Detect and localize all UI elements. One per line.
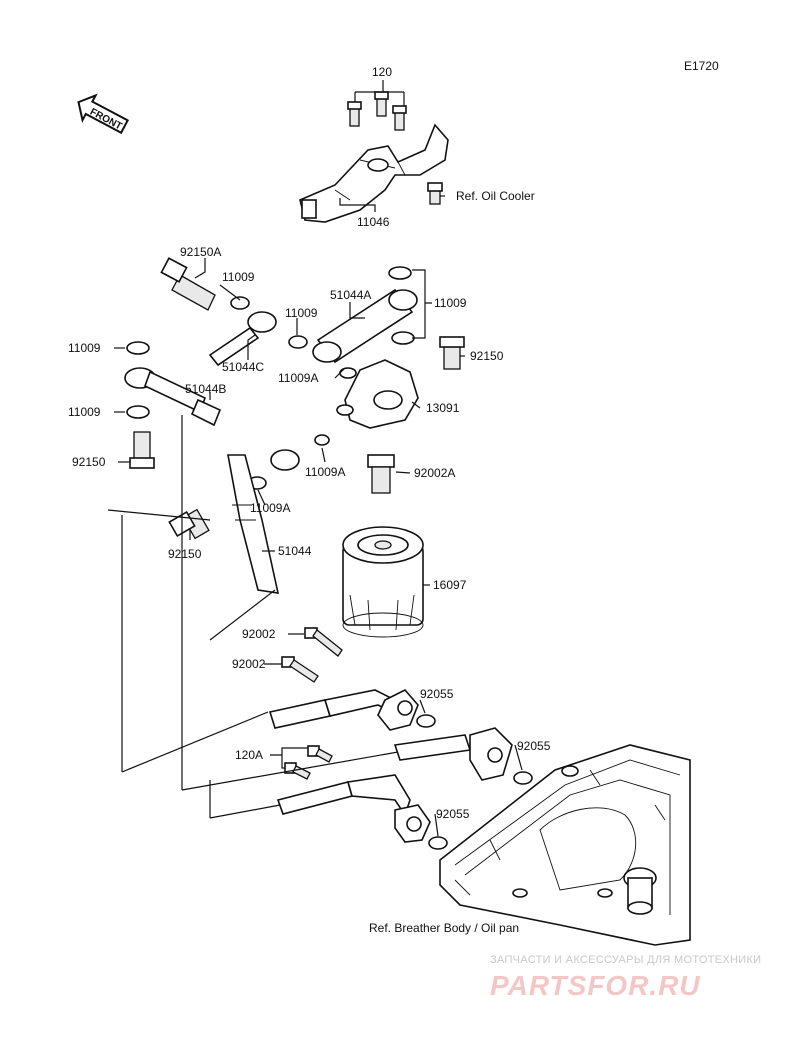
label-11009-e: 11009	[68, 405, 101, 419]
label-92150a: 92150A	[180, 245, 221, 259]
label-11009-d: 11009	[68, 341, 101, 355]
label-92055-a: 92055	[420, 687, 454, 701]
oil-pan-breather-body	[439, 744, 691, 946]
oil-hose-51044	[224, 430, 330, 594]
label-16097: 16097	[433, 578, 467, 592]
watermark: ЗАПЧАСТИ И АКСЕССУАРЫ ДЛЯ МОТОТЕХНИКИ PA…	[490, 954, 761, 1001]
label-11009a-c: 11009A	[250, 501, 290, 515]
label-51044c: 51044C	[222, 360, 264, 374]
oil-cooler-bracket	[299, 123, 449, 223]
label-51044b: 51044B	[185, 382, 226, 396]
label-120a: 120A	[235, 748, 263, 762]
banjo-bolt-92150-right	[439, 336, 465, 370]
label-92150-b: 92150	[72, 455, 106, 469]
oil-line-lower-section	[276, 774, 448, 850]
label-13091: 13091	[426, 401, 460, 415]
bolt-92002-upper	[304, 627, 343, 657]
bolt-ref-oil-cooler	[427, 182, 443, 205]
label-92150-a: 92150	[470, 349, 504, 363]
oil-filter-mount-13091	[336, 359, 419, 429]
leader-lines	[107, 80, 523, 837]
diagram-code: E1720	[684, 59, 719, 73]
label-11009-b: 11009	[285, 306, 318, 320]
label-51044: 51044	[278, 544, 312, 558]
label-11009a-b: 11009A	[305, 465, 345, 479]
callout-labels: 120 11046 Ref. Oil Cooler 92150A 11009 1…	[68, 65, 551, 935]
oil-line-middle-section	[393, 727, 533, 785]
oil-pipe-51044b	[124, 341, 222, 427]
oil-filter-16097	[342, 526, 424, 638]
bolt-120a-set	[284, 745, 333, 780]
watermark-brand: PARTSFOR.RU	[490, 970, 701, 1001]
watermark-tagline: ЗАПЧАСТИ И АКСЕССУАРЫ ДЛЯ МОТОТЕХНИКИ	[490, 954, 761, 966]
label-ref-breather-oil-pan: Ref. Breather Body / Oil pan	[369, 921, 519, 935]
bolt-92002-lower	[281, 656, 319, 683]
oil-line-upper-lower-section	[268, 689, 436, 731]
label-51044a: 51044A	[330, 288, 371, 302]
label-92002-a: 92002	[242, 627, 276, 641]
label-11046: 11046	[357, 215, 390, 229]
banjo-bolt-92150-left	[129, 431, 155, 469]
label-11009-a: 11009	[222, 270, 255, 284]
bolt-120-set	[347, 91, 407, 131]
label-92150-c: 92150	[168, 547, 202, 561]
label-92002-b: 92002	[232, 657, 266, 671]
label-ref-oil-cooler: Ref. Oil Cooler	[456, 189, 535, 203]
label-11009-c: 11009	[434, 296, 467, 310]
banjo-bolt-92150-lower	[168, 508, 210, 540]
banjo-bolt-92150a	[160, 257, 216, 311]
label-11009a-a: 11009A	[278, 371, 318, 385]
label-92055-c: 92055	[436, 807, 470, 821]
oil-pipe-51044c	[208, 296, 308, 367]
label-92055-b: 92055	[517, 739, 551, 753]
front-arrow-icon: FRONT	[77, 93, 130, 135]
oil-pipe-51044a	[312, 266, 418, 364]
fitting-92002a	[367, 454, 395, 494]
label-120: 120	[372, 65, 392, 79]
label-92002a: 92002A	[414, 466, 455, 480]
